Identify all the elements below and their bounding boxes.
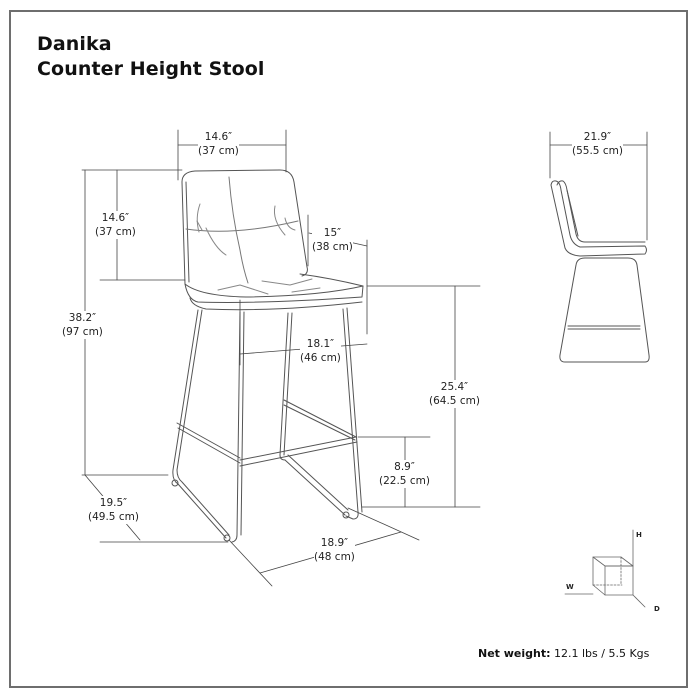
dim-base-depth: 18.9″ (48 cm) — [314, 536, 355, 564]
dim-seat-width: 18.1″ (46 cm) — [300, 337, 341, 365]
axis-label-depth: D — [654, 605, 660, 613]
product-title: Danika Counter Height Stool — [37, 32, 265, 82]
product-name: Danika — [37, 33, 112, 55]
dim-overall-height: 38.2″ (97 cm) — [62, 311, 103, 339]
dim-base-width: 19.5″ (49.5 cm) — [88, 496, 139, 524]
net-weight-label: Net weight: — [478, 647, 551, 660]
dim-seat-depth: 15″ (38 cm) — [312, 226, 353, 254]
axis-cube-icon — [564, 529, 646, 608]
net-weight: Net weight: 12.1 lbs / 5.5 Kgs — [478, 647, 649, 660]
dim-backrest-height: 14.6″ (37 cm) — [95, 211, 136, 239]
dimension-lines — [81, 129, 481, 587]
dim-footrest-height: 8.9″ (22.5 cm) — [379, 460, 430, 488]
diagram-frame — [9, 10, 688, 688]
front-view-stool — [171, 169, 364, 543]
side-view-stool — [549, 131, 650, 363]
dim-side-depth: 21.9″ (55.5 cm) — [572, 130, 623, 158]
dim-back-width: 14.6″ (37 cm) — [198, 130, 239, 158]
net-weight-value: 12.1 lbs / 5.5 Kgs — [554, 647, 650, 660]
axis-label-width: W — [566, 583, 574, 591]
dim-seat-height: 25.4″ (64.5 cm) — [429, 380, 480, 408]
axis-label-height: H — [636, 531, 642, 539]
product-type: Counter Height Stool — [37, 58, 265, 80]
